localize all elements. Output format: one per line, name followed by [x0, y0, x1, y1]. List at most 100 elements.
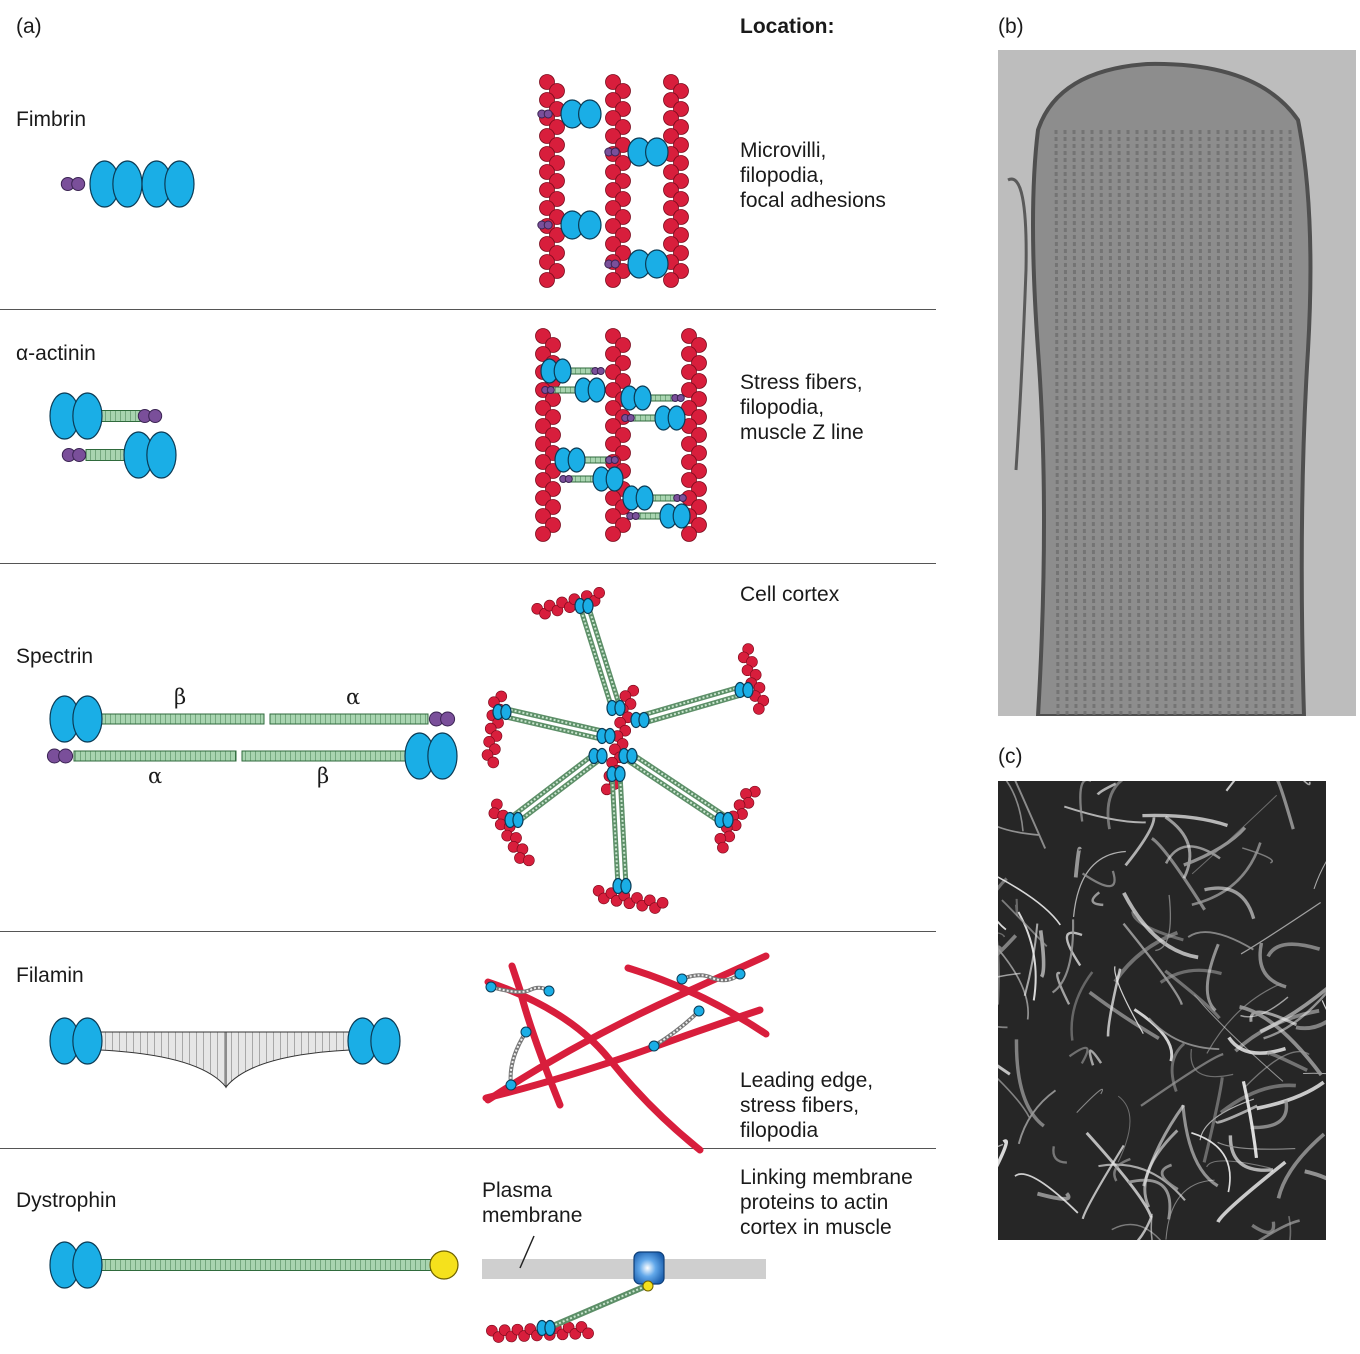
spectrin-actin-outer-2 — [737, 643, 770, 715]
actin-meshwork-fiber — [1036, 1191, 1071, 1201]
actin-meshwork-fiber — [1114, 966, 1144, 1034]
filamin-actin-4 — [624, 964, 770, 1038]
actin-meshwork-fiber — [998, 972, 1021, 978]
actin-meshwork-fiber — [1191, 794, 1278, 875]
location-filamin: Leading edge, stress fibers, filopodia — [740, 1069, 874, 1142]
actin-meshwork-fiber — [1143, 1129, 1179, 1208]
actin-meshwork-fiber — [1295, 1019, 1326, 1031]
actin-meshwork-fiber — [1079, 781, 1092, 822]
spectrin-network-abd — [606, 699, 626, 717]
alpha-actinin-bundle-actin-1 — [535, 328, 561, 542]
protein-name-spectrin: Spectrin — [16, 645, 94, 668]
actin-meshwork-fiber — [998, 1077, 1030, 1118]
actin-meshwork-fiber — [1038, 930, 1046, 978]
alpha-actinin-bundle-abd — [540, 358, 572, 384]
actin-meshwork-fiber — [1202, 1077, 1224, 1163]
membrane-protein — [633, 1251, 665, 1285]
alpha-actinin-bundle-rod — [636, 512, 664, 520]
location-alpha-actinin: Stress fibers, filopodia, muscle Z line — [740, 371, 864, 444]
actin-meshwork-fiber — [1191, 1131, 1231, 1193]
plasma-membrane — [482, 1259, 766, 1279]
spectrin-network-abd — [612, 877, 632, 895]
actin-meshwork-fiber — [1216, 1160, 1287, 1223]
spectrin-tetramer — [510, 750, 602, 826]
spectrin-actin-outer-3 — [481, 690, 508, 769]
actin-meshwork-fiber — [1106, 968, 1122, 1037]
spectrin-network-abd — [504, 811, 524, 829]
actin-meshwork-fiber — [1096, 782, 1117, 796]
actin-meshwork-fiber — [1150, 837, 1206, 911]
alpha-actinin-bundle-cam — [621, 414, 635, 422]
fimbrin-crosslink — [560, 210, 602, 240]
filamin-rod-left — [99, 1031, 227, 1089]
actin-meshwork-fiber — [1081, 870, 1116, 888]
alpha-actinin-abd-bottom — [123, 431, 177, 479]
filamin-link — [681, 972, 742, 983]
spectrin-abd-top — [49, 695, 103, 743]
actin-meshwork-fiber — [1266, 942, 1321, 958]
spectrin-network-abd — [734, 681, 754, 699]
actin-meshwork-fiber — [1228, 1135, 1274, 1172]
actin-meshwork-fiber — [1263, 991, 1326, 1040]
actin-meshwork-fiber — [1256, 1080, 1325, 1111]
actin-meshwork-fiber — [1014, 1173, 1079, 1214]
actin-meshwork-fiber — [1068, 1046, 1089, 1064]
alpha-actinin-abd-top — [49, 392, 103, 440]
dystrophin-terminal-domain — [429, 1250, 459, 1280]
actin-meshwork-fiber — [998, 877, 1008, 891]
row-divider — [0, 563, 936, 564]
actin-meshwork-fiber — [1052, 1146, 1067, 1164]
fimbrin-crosslink-cam — [537, 220, 553, 230]
alpha-actinin-bundle-abd — [654, 405, 686, 431]
actin-meshwork-fiber — [998, 876, 1061, 926]
actin-meshwork-fiber — [1303, 1072, 1326, 1075]
filamin-network-abd — [648, 1040, 660, 1052]
actin-meshwork-fiber — [1065, 931, 1083, 967]
actin-meshwork-fiber — [1275, 781, 1295, 830]
actin-meshwork-fiber — [1241, 1080, 1259, 1159]
actin-meshwork-fiber — [1187, 931, 1254, 951]
actin-meshwork-fiber — [1164, 815, 1192, 879]
fimbrin-abd-1 — [89, 160, 143, 208]
spectrin-alpha-label-top: α — [346, 685, 361, 709]
actin-meshwork-fiber — [1150, 1213, 1153, 1240]
row-divider — [0, 309, 936, 310]
actin-meshwork-fiber — [1023, 923, 1039, 997]
spectrin-network-abd — [588, 747, 608, 765]
dystrophin-end-dot — [642, 1280, 654, 1292]
alpha-actinin-bundle-cam — [559, 475, 573, 483]
filamin-network-abd — [676, 973, 688, 985]
fimbrin-crosslink-cam — [604, 147, 620, 157]
actin-meshwork-fiber — [1070, 971, 1094, 1041]
panel-c-label: (c) — [998, 745, 1023, 768]
actin-meshwork-fiber — [1142, 813, 1229, 828]
panel-b-label: (b) — [998, 15, 1024, 38]
actin-meshwork-fiber — [1204, 886, 1256, 920]
alpha-actinin-bundle-rod — [649, 494, 677, 502]
alpha-actinin-cam-bottom — [61, 448, 87, 462]
dystrophin-abd — [49, 1241, 103, 1289]
spectrin-cam-top — [428, 711, 456, 727]
actin-meshwork-fiber — [1206, 1160, 1271, 1169]
alpha-actinin-bundle-rod — [581, 456, 609, 464]
actin-meshwork-fiber — [1136, 1215, 1153, 1240]
actin-meshwork-fiber — [1148, 1017, 1220, 1050]
actin-meshwork-fiber — [1081, 1144, 1125, 1220]
actin-meshwork-fiber — [1155, 894, 1172, 952]
fimbrin-bundle-actin-3 — [663, 74, 689, 288]
alpha-actinin-bundle-abd — [622, 485, 654, 511]
actin-meshwork-fiber — [1257, 1219, 1300, 1240]
filamin-actin-3 — [508, 962, 564, 1109]
actin-meshwork-fiber — [1239, 1004, 1323, 1077]
dystrophin-actin-filament — [486, 1321, 594, 1343]
actin-meshwork-fiber — [1073, 846, 1082, 878]
location-dystrophin: Linking membrane proteins to actin corte… — [740, 1166, 913, 1239]
filamin-network-abd — [734, 968, 746, 980]
actin-meshwork-fiber — [998, 932, 1006, 938]
actin-meshwork-fiber — [1259, 986, 1326, 1034]
actin-meshwork-fiber — [998, 939, 1000, 1005]
actin-meshwork-fiber — [1304, 1169, 1326, 1181]
filamin-network-abd — [543, 985, 555, 997]
filamin-actin-5 — [482, 1006, 764, 1102]
fimbrin-bundle-actin-1 — [539, 74, 565, 288]
